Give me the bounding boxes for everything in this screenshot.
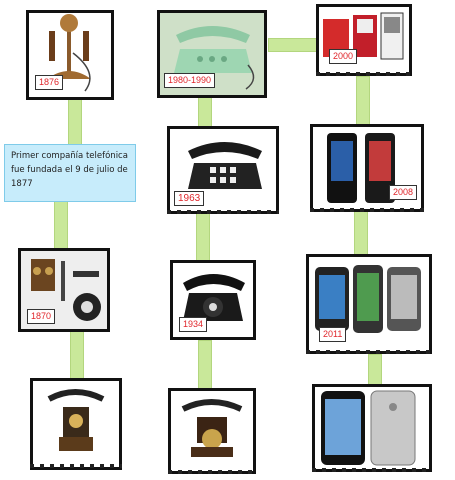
timeline-connector (368, 354, 382, 386)
year-label: 1963 (174, 191, 205, 206)
photo-brass-rotary-phone (168, 388, 256, 474)
antique-phone-icon (47, 389, 105, 451)
year-label: 1934 (179, 317, 208, 332)
timeline-connector (196, 212, 210, 264)
photo-ipod-touch (312, 384, 432, 472)
photo-desk-phone-1963: 1963 (167, 126, 279, 214)
black-desk-phone-icon (188, 142, 262, 189)
ipod-icon (321, 390, 416, 466)
photo-candlestick-1876: 1876 (26, 10, 114, 100)
year-label: 2000 (329, 49, 358, 64)
timeline-connector (198, 340, 212, 394)
year-label: 1876 (35, 75, 64, 90)
timeline-connector (70, 330, 84, 382)
timeline-connector (54, 200, 68, 254)
timeline-connector (356, 76, 370, 128)
photo-green-phone-1980-1990: 1980-1990 (157, 10, 267, 98)
photo-antique-desk-phone (30, 378, 122, 470)
green-desk-phone-icon (174, 26, 255, 90)
photo-rotary-phone-1934: 1934 (170, 260, 256, 340)
wall-phone-icon (31, 259, 101, 321)
timeline-connector (354, 210, 368, 260)
photo-nokia-2000: 2000 (316, 4, 412, 76)
brass-phone-icon (181, 399, 243, 457)
photo-smartphones-2011: 2011 (306, 254, 432, 354)
year-label: 1870 (27, 309, 56, 324)
photo-nokia-2008: 2008 (310, 124, 424, 212)
timeline-connector (198, 95, 212, 129)
year-label: 2011 (319, 327, 347, 342)
touch-phones-icon (327, 133, 395, 203)
photo-wall-phone-1870: 1870 (18, 248, 110, 332)
info-note: Primer compañía telefónica fue fundada e… (4, 144, 136, 202)
smartphones-icon (315, 265, 421, 333)
timeline-connector (268, 38, 320, 52)
rotary-phone-icon (183, 274, 245, 321)
year-label: 1980-1990 (164, 73, 216, 88)
year-label: 2008 (389, 185, 418, 200)
candlestick-phone-icon (47, 14, 91, 92)
